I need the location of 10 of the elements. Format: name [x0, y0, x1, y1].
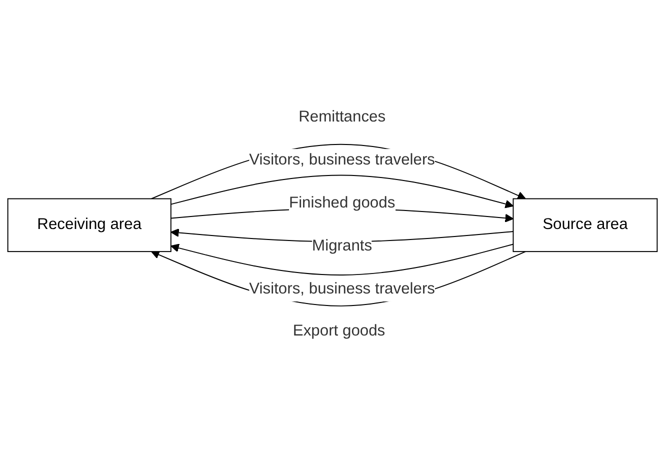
edge-label: Export goods — [292, 322, 386, 340]
arrow — [170, 174, 514, 208]
arrow — [170, 244, 514, 276]
edge-label: Visitors, business travelers — [249, 280, 435, 298]
edge-label: Finished goods — [289, 194, 396, 212]
node-box: Receiving area — [7, 198, 172, 252]
edge-label: Visitors, business travelers — [249, 152, 435, 168]
node-box: Source area — [512, 198, 658, 252]
edge-label: Remittances — [298, 108, 386, 126]
edge-label: Migrants — [312, 238, 372, 254]
